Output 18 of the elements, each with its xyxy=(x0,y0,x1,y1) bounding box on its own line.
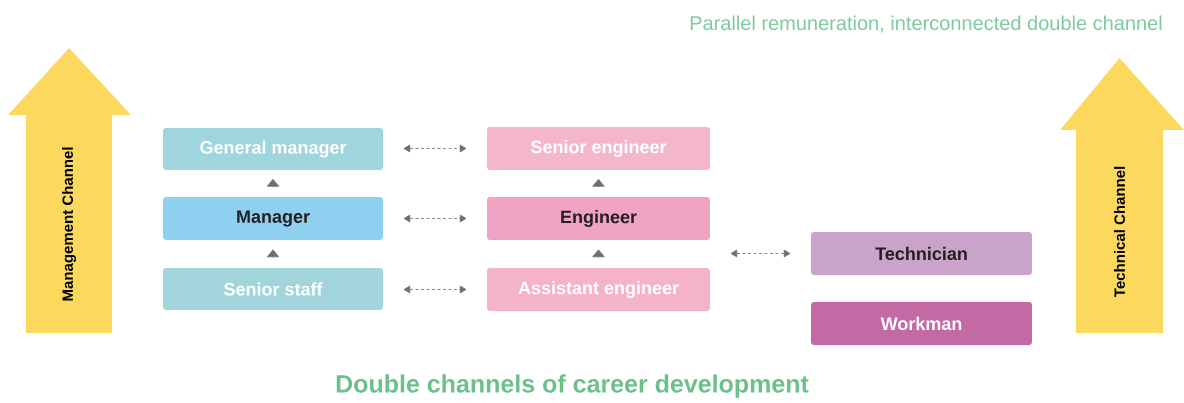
career-box: Assistant engineer xyxy=(487,268,710,311)
arrow xyxy=(592,178,605,188)
career-box: Senior staff xyxy=(163,268,383,310)
career-box: Senior engineer xyxy=(487,127,710,170)
arrow xyxy=(592,249,605,259)
title: Parallel remuneration, interconnected double channel xyxy=(690,15,1162,33)
career-box: Technician xyxy=(811,232,1032,275)
arrow xyxy=(266,178,280,188)
career-box: Manager xyxy=(163,197,383,240)
career-box: General manager xyxy=(163,128,383,170)
caption: Double channels of career development xyxy=(336,374,809,398)
arrow xyxy=(403,285,467,294)
career-box: Engineer xyxy=(487,197,710,240)
arrow xyxy=(730,249,791,258)
arrow xyxy=(266,249,280,259)
arrow xyxy=(403,214,467,223)
arrow xyxy=(403,144,467,153)
career-box: Workman xyxy=(811,302,1032,345)
